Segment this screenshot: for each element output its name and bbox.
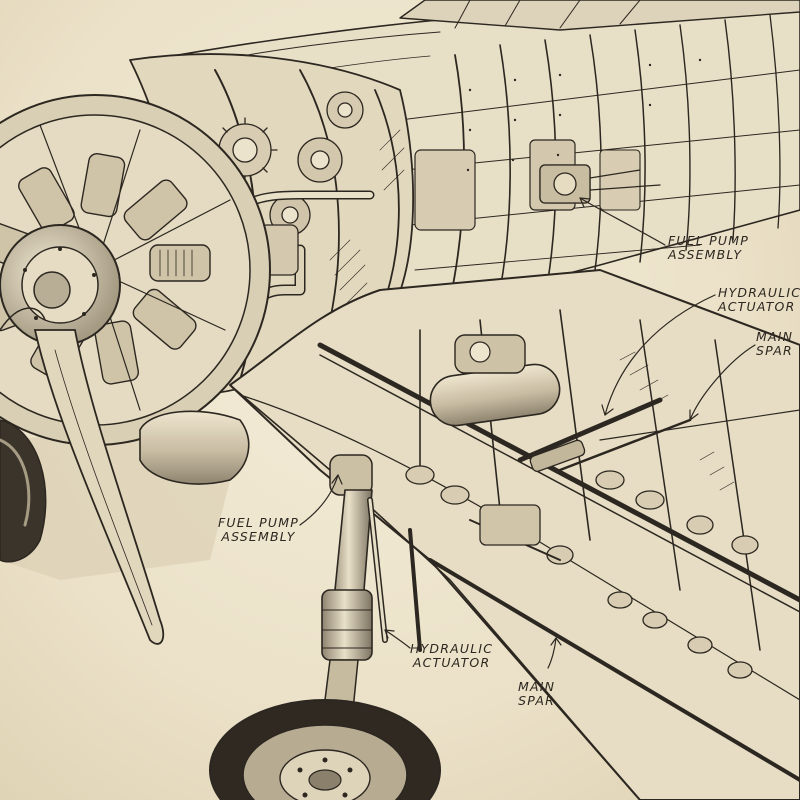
leader-main-spar-bottom [547,637,557,669]
canopy [399,0,800,31]
fuel-pump-upper [539,164,661,204]
callout-label: ACTUATOR [412,655,491,670]
callout-label: FUEL PUMP [668,233,749,248]
main-spar [317,342,800,603]
callout-label: SPAR [756,343,793,358]
callout-main-spar-top: MAIN SPAR [756,330,793,358]
callout-hydraulic-bottom: HYDRAULIC ACTUATOR [410,642,493,670]
callout-label: HYDRAULIC [410,641,494,656]
callout-label: HYDRAULIC [718,285,800,300]
left-wheel [0,419,47,563]
callout-label: ASSEMBLY [221,529,296,544]
drop-tank [139,410,250,485]
leader-hydraulic-top [604,294,716,416]
callout-label: FUEL PUMP [218,515,299,530]
callout-label: SPAR [518,693,556,708]
leader-fuel-pump-top [579,197,666,246]
callout-hydraulic-top: HYDRAULIC ACTUATOR [718,286,800,314]
leader-fuel-pump-bottom [299,474,339,526]
callout-fuel-pump-top: FUEL PUMP ASSEMBLY [668,234,749,262]
gear-train [212,91,364,236]
propeller-blade [0,307,165,645]
hydraulic-rod-upper [517,397,663,463]
callout-label: ACTUATOR [718,299,796,314]
leader-main-spar-top [689,344,756,421]
callout-label: MAIN [518,679,556,694]
callout-leaders [299,197,756,669]
callout-label: ASSEMBLY [668,247,743,262]
wing [229,269,800,800]
callout-label: MAIN [756,329,794,344]
callout-fuel-pump-bottom: FUEL PUMP ASSEMBLY [218,516,299,544]
leader-hydraulic-bottom [384,629,411,649]
callout-main-spar-bottom: MAIN SPAR [518,680,555,708]
main-wheel [209,699,441,800]
